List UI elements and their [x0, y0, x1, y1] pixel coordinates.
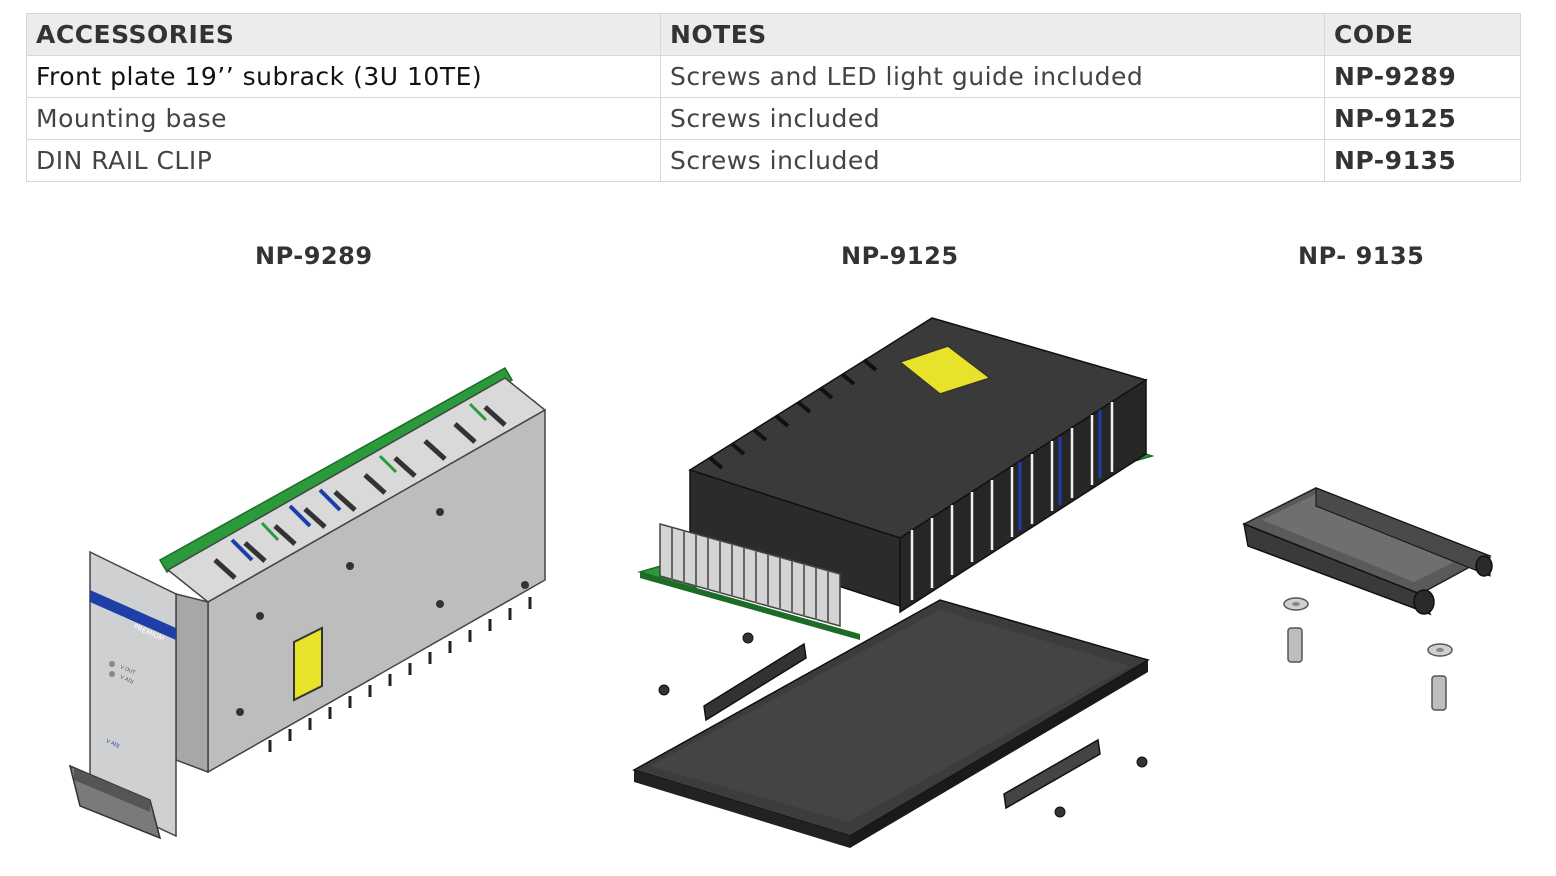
table-row: Front plate 19’’ subrack (3U 10TE) Screw…	[26, 55, 1521, 98]
table-header-row: ACCESSORIES NOTES CODE	[26, 13, 1521, 56]
accessories-table: ACCESSORIES NOTES CODE Front plate 19’’ …	[26, 13, 1521, 182]
figure-caption-np9135: NP- 9135	[1298, 242, 1425, 270]
code-cell: NP-9125	[1324, 97, 1521, 140]
code-cell: NP-9289	[1324, 55, 1521, 98]
header-accessories: ACCESSORIES	[26, 13, 661, 56]
code-cell: NP-9135	[1324, 139, 1521, 182]
accessory-cell: DIN RAIL CLIP	[26, 139, 661, 182]
figure-caption-np9125: NP-9125	[841, 242, 959, 270]
accessory-cell: Mounting base	[26, 97, 661, 140]
panel-text-2: V ADJ	[119, 674, 134, 685]
svg-text:V ADJ: V ADJ	[105, 738, 120, 749]
np9125-illustration	[632, 317, 1155, 848]
notes-cell: Screws included	[660, 139, 1325, 182]
figure-caption-np9289: NP-9289	[255, 242, 373, 270]
table-row: Mounting base Screws included NP-9125	[26, 97, 1521, 140]
header-notes: NOTES	[660, 13, 1325, 56]
table-row: DIN RAIL CLIP Screws included NP-9135	[26, 139, 1521, 182]
np9135-illustration	[1242, 487, 1493, 711]
np9289-illustration: PREMIUM V OUT V ADJ V ADJ	[68, 366, 547, 840]
accessory-cell: Front plate 19’’ subrack (3U 10TE)	[26, 55, 661, 98]
